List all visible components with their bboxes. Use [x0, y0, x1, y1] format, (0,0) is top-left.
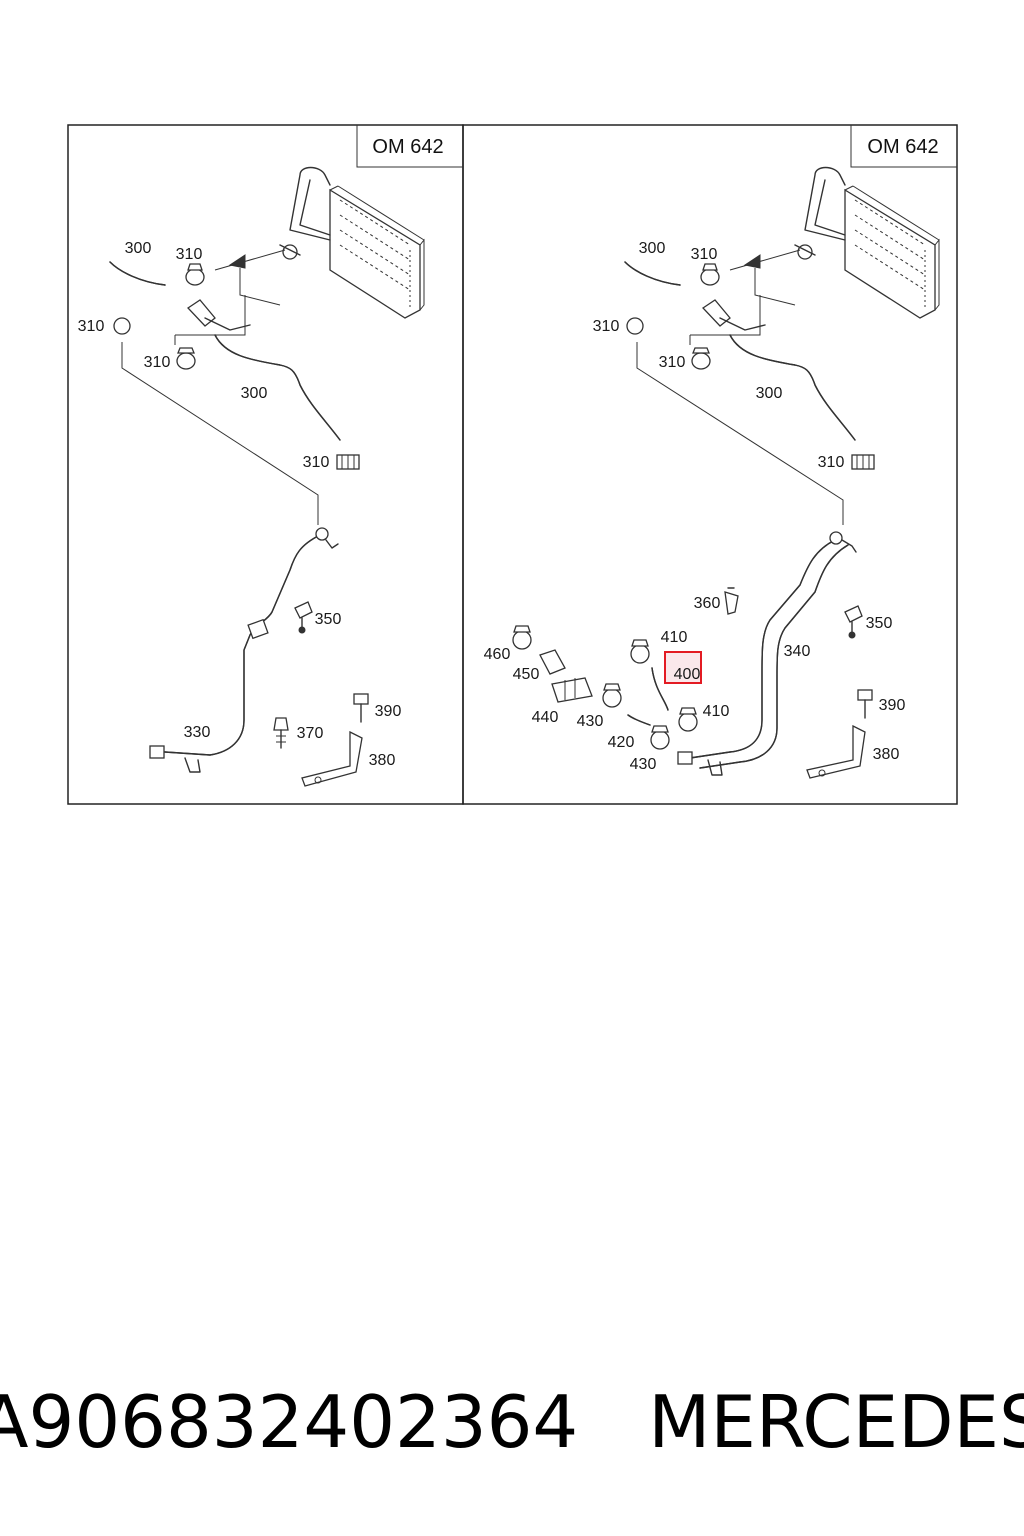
left-oring-310 [113, 317, 131, 335]
left-clip-350 [294, 601, 313, 634]
right-label-310-a: 310 [691, 246, 718, 263]
left-clamp-310-a [185, 263, 205, 286]
right-label-310-b: 310 [593, 318, 620, 335]
right-label-360: 360 [694, 595, 721, 612]
right-clamp-310-b [691, 347, 711, 370]
right-engine-tag: OM 642 [850, 125, 957, 168]
right-bracket-380 [806, 724, 866, 779]
right-label-410-b: 410 [703, 703, 730, 720]
right-oring-310 [626, 317, 644, 335]
right-clamp-310-a [700, 263, 720, 286]
right-label-310-d: 310 [818, 454, 845, 471]
left-label-350: 350 [315, 611, 342, 628]
right-clamp-430-b [650, 725, 670, 750]
right-label-300-b: 300 [756, 385, 783, 402]
right-label-340: 340 [784, 643, 811, 660]
right-sleeve-450 [539, 649, 566, 675]
right-label-460: 460 [484, 646, 511, 663]
parts-diagram: OM 642 OM 642 [67, 124, 958, 805]
right-engine-tag-text: OM 642 [867, 136, 938, 158]
right-label-430-a: 430 [577, 713, 604, 730]
highlighted-part-400[interactable]: 400 [664, 651, 702, 684]
left-clamp-310-b [176, 347, 196, 370]
right-panel-parts [512, 166, 940, 779]
right-hose-400 [651, 667, 669, 711]
left-heater-core [279, 166, 425, 319]
right-label-390: 390 [879, 697, 906, 714]
right-clip-360 [724, 587, 739, 615]
left-connector-310 [336, 454, 360, 470]
left-bolt-390 [353, 693, 369, 723]
right-valve [701, 299, 766, 331]
right-clamp-430-a [602, 683, 622, 708]
right-valve-440 [551, 677, 593, 703]
right-clamp-410-b [678, 707, 698, 732]
left-panel-parts [109, 166, 425, 787]
left-engine-tag: OM 642 [356, 125, 463, 168]
right-label-380: 380 [873, 746, 900, 763]
left-label-300-b: 300 [241, 385, 268, 402]
left-bracket-380 [301, 730, 363, 787]
right-label-300-a: 300 [639, 240, 666, 257]
left-engine-tag-text: OM 642 [372, 136, 443, 158]
right-label-310-c: 310 [659, 354, 686, 371]
right-label-430-b: 430 [630, 756, 657, 773]
right-panel-frame [462, 124, 958, 805]
right-label-440: 440 [532, 709, 559, 726]
right-bolt-390 [857, 689, 873, 719]
left-fastener-370 [273, 717, 289, 749]
left-label-310-a: 310 [176, 246, 203, 263]
left-label-310-c: 310 [144, 354, 171, 371]
right-clamp-410-a [630, 639, 650, 664]
right-connector-310 [851, 454, 875, 470]
right-clamp-460 [512, 625, 532, 650]
caption: A906832402364 MERCEDES [0, 1372, 1024, 1472]
brand-name: MERCEDES [648, 1380, 1024, 1464]
highlight-box [664, 651, 702, 684]
left-label-310-d: 310 [303, 454, 330, 471]
left-valve [186, 299, 251, 331]
part-number: A906832402364 [0, 1380, 579, 1464]
right-hose-420 [627, 714, 651, 726]
left-label-300-a: 300 [125, 240, 152, 257]
left-label-310-b: 310 [78, 318, 105, 335]
right-clip-350 [844, 605, 863, 639]
right-label-410-a: 410 [661, 629, 688, 646]
left-label-370: 370 [297, 725, 324, 742]
right-heater-core [794, 166, 940, 319]
right-label-400: 400 [674, 666, 701, 683]
right-label-450: 450 [513, 666, 540, 683]
left-label-330: 330 [184, 724, 211, 741]
right-label-420: 420 [608, 734, 635, 751]
left-label-380: 380 [369, 752, 396, 769]
left-label-390: 390 [375, 703, 402, 720]
right-label-350: 350 [866, 615, 893, 632]
